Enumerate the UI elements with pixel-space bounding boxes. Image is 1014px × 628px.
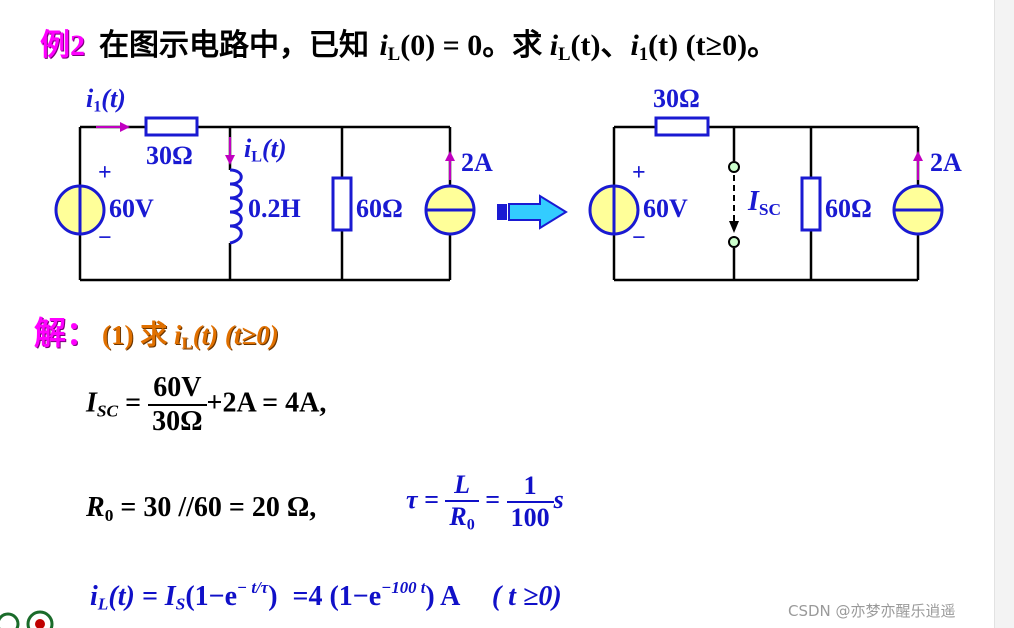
inductor-label: 0.2H <box>248 194 301 223</box>
minus-sign-left: − <box>98 225 112 251</box>
current-source-left <box>424 184 476 236</box>
logo-icon <box>0 610 54 628</box>
isc-numerator: 60V <box>148 372 207 406</box>
problem-title: 例2 在图示电路中，已知 iL(0) = 0。求 iL(t)、i1(t) (t≥… <box>40 20 777 66</box>
left-arrows <box>96 122 455 180</box>
left-circuit <box>54 116 476 282</box>
title-text: (t) (t≥0)。 <box>648 29 778 62</box>
resistor-30-label: 30Ω <box>146 141 193 170</box>
current-source-label-left: 2A <box>461 148 493 177</box>
title-var-sub: L <box>387 44 401 66</box>
isc-denominator: 30Ω <box>152 406 203 437</box>
plus-sign-left: + <box>98 160 112 186</box>
right-wires <box>612 125 920 282</box>
title-var: i <box>630 29 639 62</box>
plus-sign-right: + <box>632 160 646 186</box>
solution-label: 解： <box>34 314 99 352</box>
watermark: CSDN @亦梦亦醒乐逍遥 <box>788 602 956 620</box>
resistor-30-left <box>144 116 199 137</box>
resistor-30-right <box>654 116 710 137</box>
voltage-label-left: 60V <box>109 194 154 223</box>
right-circuit <box>588 116 944 282</box>
equation-final: iL(t) = IS(1−e− t/τ) =4 (1−e−100 t) A ( … <box>90 578 562 614</box>
step-1: (1) 求 iL(t) (t≥0) <box>102 320 279 353</box>
resistor-30-label-right: 30Ω <box>653 84 700 113</box>
minus-sign-right: − <box>632 225 646 251</box>
tau-denominator-2: 100 <box>510 503 550 533</box>
solution-header: 解： (1) 求 iL(t) (t≥0) <box>34 308 279 354</box>
current-source-right <box>892 184 944 236</box>
current-source-label-right: 2A <box>930 148 962 177</box>
voltage-source-left <box>54 184 106 236</box>
transform-arrow <box>497 194 568 230</box>
title-var: i <box>379 29 388 62</box>
voltage-label-right: 60V <box>643 194 688 223</box>
resistor-60-right <box>800 176 822 232</box>
resistor-60-label-left: 60Ω <box>356 194 403 223</box>
right-arrows <box>913 151 923 180</box>
title-text: 在图示电路中，已知 <box>99 28 380 63</box>
title-text: (0) = 0。求 <box>400 29 550 62</box>
tau-numerator: L <box>445 470 479 502</box>
inductor-coil <box>229 168 243 245</box>
title-var-sub: L <box>558 44 571 66</box>
tau-numerator-2: 1 <box>506 471 554 504</box>
example-label: 例2 <box>40 29 85 62</box>
resistor-60-label-right: 60Ω <box>825 194 872 223</box>
equation-r0: R0 = 30 //60 = 20 Ω, <box>86 492 317 525</box>
resistor-60-left <box>331 176 353 232</box>
circuit-diagrams <box>54 116 944 282</box>
tau-denominator: R0 <box>449 502 475 534</box>
isc-label: ISC <box>748 186 782 219</box>
il-label: iL(t) <box>244 134 287 166</box>
title-var: i <box>549 29 559 62</box>
title-var-sub: 1 <box>638 44 649 66</box>
title-text: (t)、 <box>570 29 631 62</box>
i1-label: i1(t) <box>86 84 126 116</box>
short-circuit-branch <box>728 161 740 248</box>
scrollbar-track[interactable] <box>994 0 1014 628</box>
voltage-source-right <box>588 184 640 236</box>
